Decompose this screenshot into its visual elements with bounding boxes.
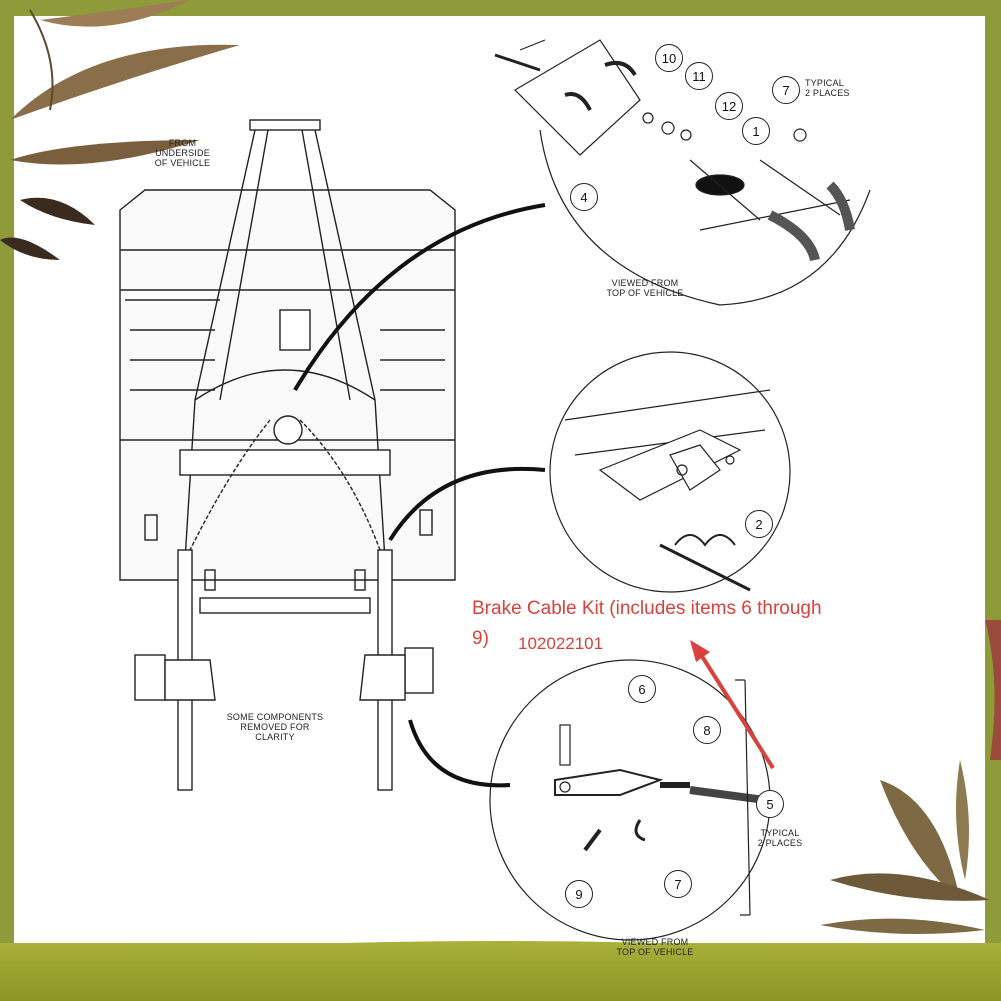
vehicle-chassis bbox=[119, 119, 456, 791]
label-some-components: SOME COMPONENTS REMOVED FOR CLARITY bbox=[226, 712, 324, 742]
brake-cable-kit-line2: 9) bbox=[472, 628, 489, 649]
callout-5: 5 bbox=[756, 790, 784, 818]
detail-view-bottom bbox=[489, 659, 771, 941]
leaf-decoration-bottom-right bbox=[820, 620, 1001, 934]
callout-9: 9 bbox=[565, 880, 593, 908]
label-typical-2-places-bottom: TYPICAL 2 PLACES bbox=[757, 828, 803, 848]
callout-7-bottom: 7 bbox=[664, 870, 692, 898]
frame-left-border bbox=[0, 0, 14, 1001]
callout-2: 2 bbox=[745, 510, 773, 538]
callout-10: 10 bbox=[655, 44, 683, 72]
callout-6: 6 bbox=[628, 675, 656, 703]
callout-8: 8 bbox=[693, 716, 721, 744]
callout-7-top: 7 bbox=[772, 76, 800, 104]
frame-top-border bbox=[0, 0, 1001, 16]
detail-view-middle bbox=[549, 351, 791, 593]
red-pointer-arrow bbox=[690, 640, 775, 770]
brake-cable-kit-part-number: 102022101 bbox=[518, 634, 604, 653]
callout-4: 4 bbox=[570, 183, 598, 211]
brake-cable-kit-line1: Brake Cable Kit (includes items 6 throug… bbox=[472, 598, 822, 619]
label-viewed-from-top-1: VIEWED FROM TOP OF VEHICLE bbox=[606, 278, 684, 298]
leaf-decoration-top-left bbox=[0, 0, 240, 260]
label-viewed-from-top-2: VIEWED FROM TOP OF VEHICLE bbox=[616, 937, 694, 957]
label-typical-2-places-top: TYPICAL 2 PLACES bbox=[805, 78, 850, 98]
frame-bottom-border bbox=[0, 943, 1001, 1001]
callout-11: 11 bbox=[685, 62, 713, 90]
leader-curves bbox=[293, 203, 546, 788]
callout-1: 1 bbox=[742, 117, 770, 145]
detail-view-top bbox=[494, 39, 871, 306]
label-underside: FROM UNDERSIDE OF VEHICLE bbox=[154, 138, 211, 168]
callout-12: 12 bbox=[715, 92, 743, 120]
